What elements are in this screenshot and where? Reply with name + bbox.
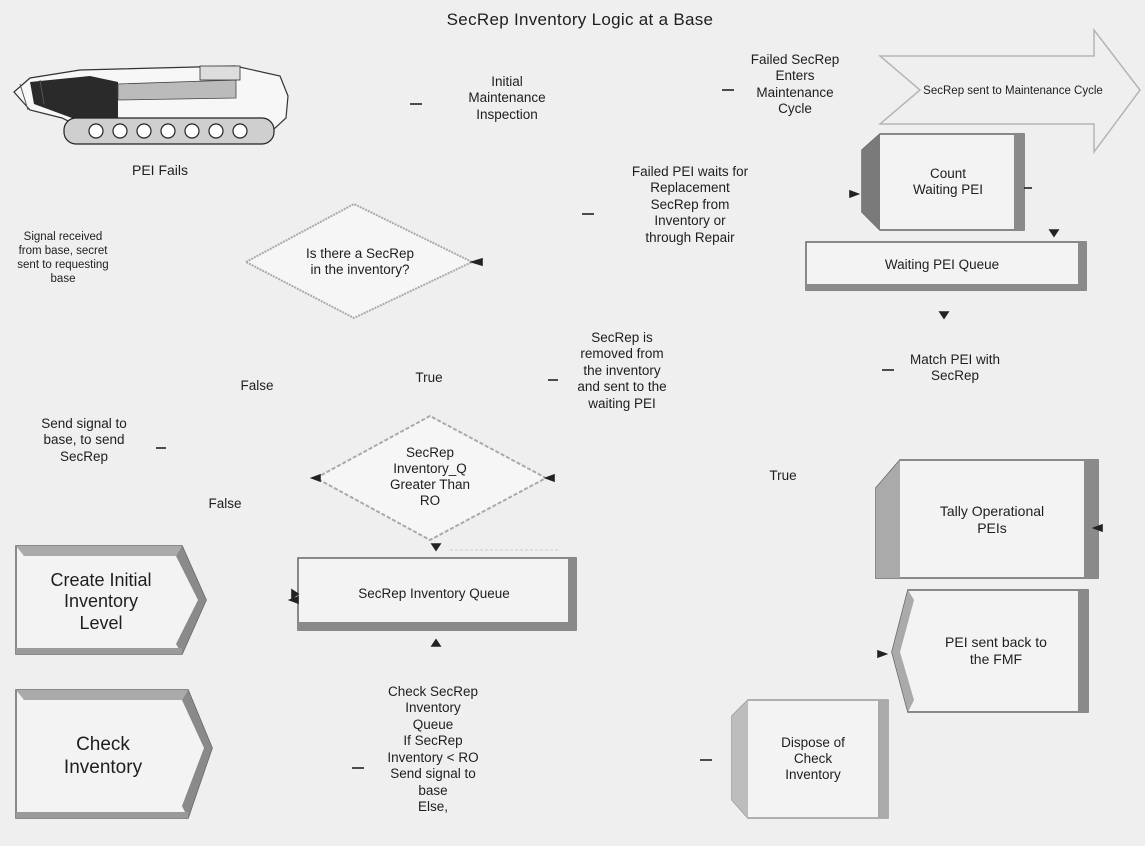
tally-operational-label: Tally Operational PEIs xyxy=(939,503,1045,536)
secrep-removed-text[interactable]: SecRep is removed from the inventory and… xyxy=(577,330,667,411)
create-inventory-shape[interactable] xyxy=(15,545,207,655)
true-label-1: True xyxy=(415,370,443,385)
false-label-2: False xyxy=(208,496,242,511)
maintenance-cycle-arrow-shape[interactable] xyxy=(877,27,1141,155)
match-pei-text[interactable]: Match PEI with SecRep xyxy=(909,352,1001,384)
inventory-queue-label: SecRep Inventory Queue xyxy=(358,585,510,601)
inventory-queue-shape[interactable] xyxy=(297,557,577,631)
failed-secrep-text[interactable]: Failed SecRep Enters Maintenance Cycle xyxy=(750,52,840,117)
initial-inspection-text[interactable]: Initial Maintenance Inspection xyxy=(468,74,546,122)
pei-back-shape[interactable] xyxy=(891,589,1089,713)
decision-secrep-label: Is there a SecRep in the inventory? xyxy=(305,245,415,277)
pei-back-label: PEI sent back to the FMF xyxy=(945,634,1047,667)
tally-operational-shape[interactable] xyxy=(875,459,1099,579)
count-waiting-label: Count Waiting PEI xyxy=(912,165,984,197)
check-inventory-shape[interactable] xyxy=(15,689,213,819)
check-inventory-label: Check Inventory xyxy=(63,734,143,778)
decision-secrep-shape[interactable] xyxy=(243,202,475,320)
waiting-pei-queue-shape[interactable] xyxy=(805,241,1087,291)
diagram-title: SecRep Inventory Logic at a Base xyxy=(446,10,714,29)
dispose-shape[interactable] xyxy=(731,699,889,819)
amphibious-vehicle-image xyxy=(13,65,289,145)
connector-ticks xyxy=(156,89,1103,769)
count-waiting-pei-shape[interactable] xyxy=(861,133,1025,231)
send-signal-text[interactable]: Send signal to base, to send SecRep xyxy=(41,416,127,464)
create-inventory-label: Create Initial Inventory Level xyxy=(50,569,152,633)
check-logic-text[interactable]: Check SecRep Inventory Queue If SecRep I… xyxy=(387,684,479,815)
signal-received-text[interactable]: Signal received from base, secret sent t… xyxy=(17,231,109,286)
false-label-1: False xyxy=(240,378,274,393)
failed-pei-waits-text[interactable]: Failed PEI waits for Replacement SecRep … xyxy=(631,164,749,245)
decision-inventory-label: SecRep Inventory_Q Greater Than RO xyxy=(389,444,471,509)
waiting-queue-label: Waiting PEI Queue xyxy=(884,256,1000,272)
pei-fails-label: PEI Fails xyxy=(131,162,188,178)
maintenance-cycle-label: SecRep sent to Maintenance Cycle xyxy=(923,85,1103,97)
dispose-label: Dispose of Check Inventory xyxy=(781,734,845,783)
true-label-2: True xyxy=(769,468,797,483)
